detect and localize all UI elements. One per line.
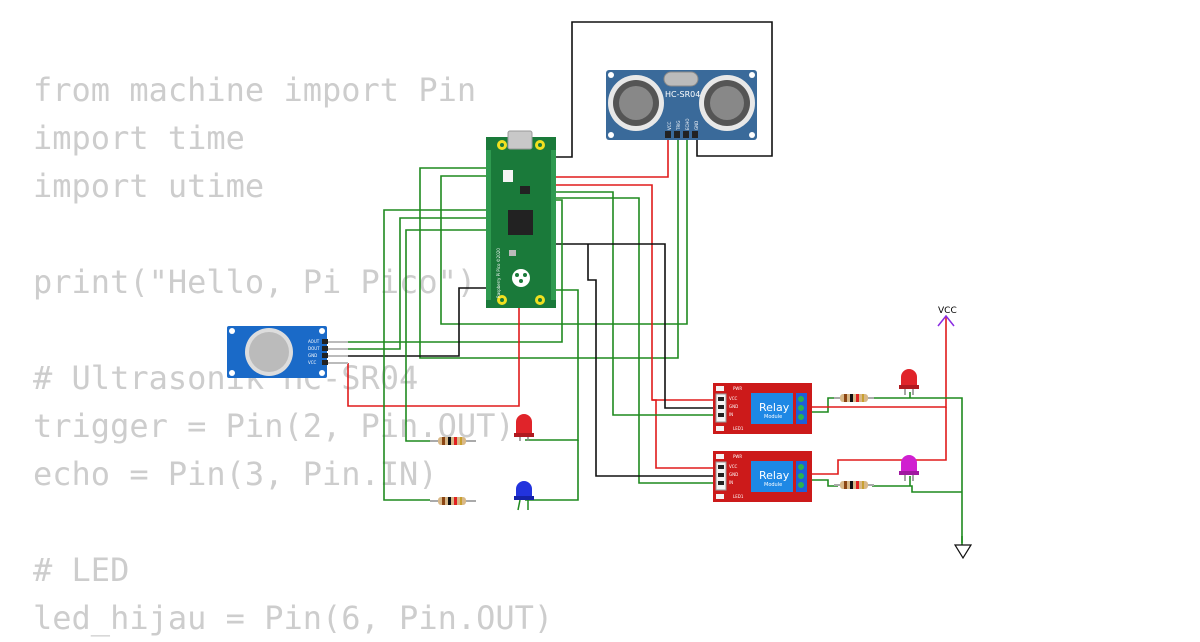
wire-gas-vcc[interactable] [347,300,520,407]
relay-bottom-coil [751,461,793,492]
resistor-relay-bottom[interactable] [834,481,874,489]
svg-text:GND: GND [729,472,738,477]
wire-gas-dout[interactable] [348,217,490,350]
ultrasonic-pin-labels: VCC TRIG ECHO GND [667,119,699,131]
relay-top-title: Relay [759,401,790,414]
svg-text:IN: IN [729,480,733,485]
wire-hc-trig[interactable] [419,138,679,359]
vcc-label: VCC [938,306,957,316]
resistor-led-blue[interactable] [430,497,476,505]
raspberry-pi-pico[interactable]: Raspberry Pi Pico ©2020 [486,130,556,308]
svg-text:TRIG: TRIG [676,120,681,131]
bootsel-button[interactable] [503,170,513,182]
flash-chip [520,186,530,194]
wire-led-red[interactable] [405,229,490,442]
wire-black-relay-bottom-gnd[interactable] [587,244,713,477]
svg-text:PWR: PWR [733,386,742,391]
transducer-right [699,75,755,131]
wire-hc-vcc[interactable] [548,138,669,178]
svg-text:GND: GND [729,404,738,409]
svg-text:LED1: LED1 [733,426,744,431]
wire-relay-bottom-com[interactable] [808,407,947,475]
relay-bottom-title: Relay [759,469,790,482]
svg-text:AOUT: AOUT [308,339,320,344]
led-magenta[interactable] [899,455,919,481]
relay-top-coil [751,393,793,424]
wire-gas-gnd[interactable] [348,287,490,357]
relay-top[interactable]: PWR VCC GND IN LED1 Relay Module [713,383,812,434]
ground-symbol[interactable] [953,536,973,560]
svg-text:VCC: VCC [729,464,738,469]
svg-text:IN: IN [729,412,733,417]
code-line: # LED [33,551,130,589]
svg-text:DOUT: DOUT [308,346,320,351]
svg-text:VCC: VCC [667,121,672,130]
svg-text:GND: GND [694,121,699,130]
wire-led-bottom-gnd[interactable] [872,485,962,493]
led-blue[interactable] [514,481,534,511]
wire-red-relay-bottom-vcc[interactable] [652,399,713,469]
code-line: import utime [33,167,265,205]
code-line: import time [33,119,245,157]
wire-green-relay-bottom-in[interactable] [548,197,713,484]
crystal [663,71,699,87]
wire-led-blue-gnd[interactable] [525,440,579,501]
wire-led-red-gnd[interactable] [525,289,579,441]
gas-sensor-leads [328,341,348,364]
resistor-led-red[interactable] [430,437,476,445]
relay-bottom-subtitle: Module [764,482,782,488]
svg-text:GND: GND [308,353,317,358]
code-line: print("Hello, Pi Pico") [33,263,477,301]
svg-text:VCC: VCC [729,396,738,401]
led-red-right[interactable] [899,369,919,395]
gas-sensor-pins [322,339,328,365]
wire-black-relay-top-gnd[interactable] [548,243,713,409]
code-line: from machine import Pin [33,71,477,109]
wire-relay-top-com[interactable] [808,316,947,408]
svg-text:VCC: VCC [308,360,317,365]
svg-text:ECHO: ECHO [685,119,690,130]
ultrasonic-pins [665,131,698,138]
wire-relay-bottom-no[interactable] [808,479,838,487]
wire-hc-echo[interactable] [440,138,688,325]
code-line: trigger = Pin(2, Pin.OUT) [33,407,515,445]
pico-pin-headers [486,150,556,300]
code-line: echo = Pin(3, Pin.IN) [33,455,438,493]
svg-text:LED1: LED1 [733,494,744,499]
pico-logo [512,269,530,287]
relay-bottom[interactable]: PWR VCC GND IN LED1 Relay Module [713,451,812,502]
wire-led-blue[interactable] [383,209,490,501]
ultrasonic-title: HC-SR04 [665,90,700,99]
wire-green-relay-top-in[interactable] [548,191,713,416]
transducer-left [608,75,664,131]
vcc-symbol[interactable]: VCC [937,306,957,327]
wire-hc-gnd-loop[interactable] [545,21,773,158]
pico-board-label: Raspberry Pi Pico ©2020 [496,248,501,298]
gas-sensor-pin-labels: AOUT DOUT GND VCC [308,339,320,365]
resistor-relay-top[interactable] [834,394,874,402]
rp2040-chip [508,210,533,235]
usb-port [507,130,533,150]
gas-sensor[interactable]: AOUT DOUT GND VCC [227,326,348,378]
led-red-left[interactable] [514,414,534,441]
wire-led-top-gnd[interactable] [872,397,963,543]
wire-red-relay-top-vcc[interactable] [548,184,713,401]
ultrasonic-sensor[interactable]: HC-SR04 VCC TRIG ECHO GND [606,70,757,140]
svg-text:PWR: PWR [733,454,742,459]
relay-top-subtitle: Module [764,414,782,420]
wire-relay-top-no[interactable] [808,397,838,413]
